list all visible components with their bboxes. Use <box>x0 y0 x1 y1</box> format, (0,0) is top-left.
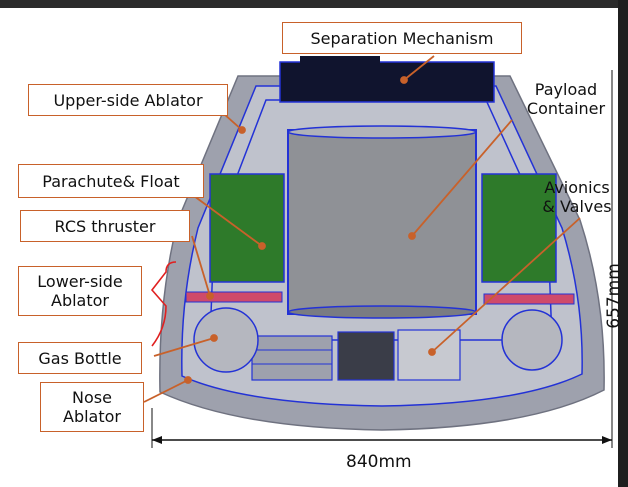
label-separation-mechanism: Separation Mechanism <box>282 22 522 54</box>
label-payload-container: Payload Container <box>526 80 606 118</box>
payload-top <box>287 125 477 139</box>
right-border <box>618 0 628 487</box>
parachute-block-right <box>481 173 557 283</box>
height-dimension-text: 657mm <box>604 263 624 329</box>
gas-bottle-left <box>193 307 259 373</box>
top-border <box>0 0 628 8</box>
label-nose-ablator: Nose Ablator <box>40 382 144 432</box>
separation-mechanism <box>279 61 495 103</box>
gas-bottle-right <box>501 309 563 371</box>
label-rcs-thruster: RCS thruster <box>20 210 190 242</box>
parachute-block-left <box>209 173 285 283</box>
label-lower-side-ablator: Lower-side Ablator <box>18 266 142 316</box>
label-gas-bottle: Gas Bottle <box>18 342 142 374</box>
label-parachute-float: Parachute& Float <box>18 164 204 198</box>
width-dimension-text: 840mm <box>346 452 412 472</box>
rcs-thruster-right <box>483 293 575 305</box>
lower-side-ablator-bracket <box>150 261 177 347</box>
label-avionics-valves: Avionics & Valves <box>542 178 612 216</box>
avionics-box-2 <box>337 331 395 381</box>
separation-mechanism-detail <box>300 56 380 66</box>
label-upper-side-ablator: Upper-side Ablator <box>28 84 228 116</box>
avionics-box-3 <box>397 329 461 381</box>
avionics-box-1 <box>251 335 333 381</box>
payload-container <box>287 129 477 315</box>
payload-bottom <box>287 305 477 319</box>
rcs-thruster-left <box>185 291 283 303</box>
leader-lines <box>143 55 581 403</box>
